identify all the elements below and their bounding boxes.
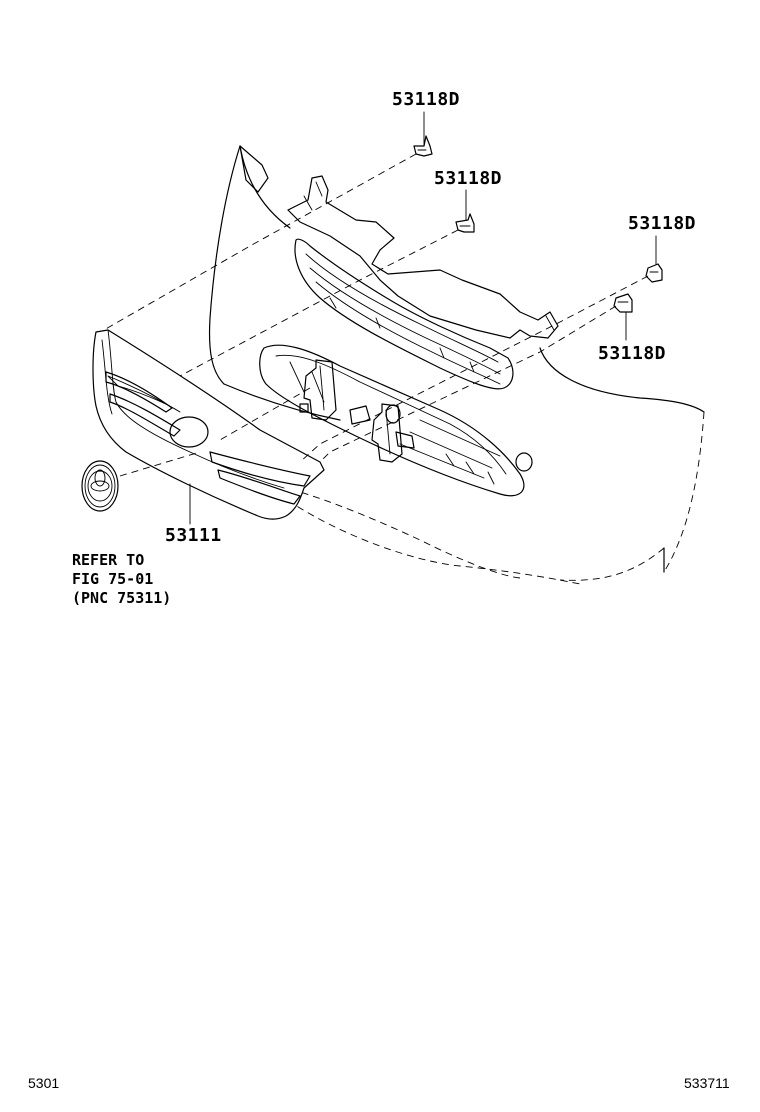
leader-lines <box>189 111 657 525</box>
callout-grille: 53111 <box>165 525 222 546</box>
reference-note-line2: FIG 75-01 <box>72 570 154 588</box>
grille-mount-bracket <box>287 175 559 463</box>
callout-clip-right-lower: 53118D <box>598 343 667 364</box>
clip-upper-mid <box>455 213 475 233</box>
assembly-lines <box>103 153 649 477</box>
clip-right-lower <box>613 293 633 313</box>
clip-right-upper <box>645 263 663 283</box>
reference-note-line3: (PNC 75311) <box>72 589 172 607</box>
callout-clip-right-upper: 53118D <box>628 213 697 234</box>
callout-clip-top: 53118D <box>392 89 461 110</box>
reference-note-line1: REFER TO <box>72 551 145 569</box>
emblem-icon <box>81 460 119 512</box>
radiator-grille <box>92 329 325 520</box>
clip-top <box>413 135 433 157</box>
footer-right-code: 533711 <box>684 1075 730 1091</box>
reference-note: REFER TO FIG 75-01 (PNC 75311) <box>72 551 171 608</box>
footer-left-code: 5301 <box>28 1075 60 1091</box>
callout-clip-upper-mid: 53118D <box>434 168 503 189</box>
front-bumper-cover <box>208 145 705 585</box>
